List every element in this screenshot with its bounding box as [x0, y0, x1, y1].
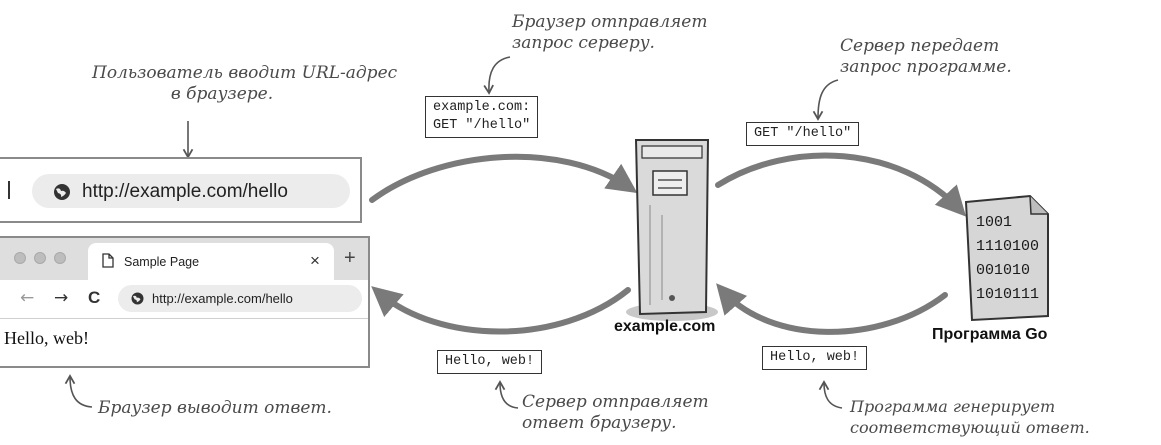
address-bar-url[interactable]: http://example.com/hello: [82, 181, 288, 202]
code-request-to-server: example.com: GET "/hello": [425, 96, 539, 138]
back-button[interactable]: ←: [20, 288, 35, 308]
tab-bar: Sample Page × +: [0, 238, 368, 280]
pointer-browser-response: [64, 374, 93, 408]
arrow-server-to-browser: [371, 286, 631, 335]
address-bar-panel: http://example.com/hello: [0, 157, 362, 223]
pointer-server-request: [812, 79, 839, 121]
program-file-line-3: 1010111: [976, 286, 1039, 303]
program-file-line-2: 001010: [976, 262, 1030, 279]
code-response-to-browser: Hello, web!: [437, 350, 543, 374]
program-label: Программа Go: [932, 326, 1048, 343]
note-server-passes-request: Сервер передает запрос программе.: [840, 36, 1012, 77]
new-tab-button[interactable]: +: [344, 247, 356, 269]
address-bar[interactable]: [32, 174, 350, 208]
browser-window: Sample Page × + ← → C http://example.com…: [0, 236, 370, 368]
url-bar[interactable]: http://example.com/hello: [118, 285, 362, 312]
program-file-line-1: 1110100: [976, 238, 1039, 255]
tab-title: Sample Page: [124, 255, 200, 269]
tab-sample-page[interactable]: Sample Page ×: [88, 243, 334, 280]
window-dot-minimize[interactable]: [34, 252, 46, 264]
nav-bar: ← → C http://example.com/hello: [0, 280, 368, 319]
arrow-program-to-server: [716, 283, 948, 335]
globe-icon: [130, 291, 145, 310]
program-file-icon: 1001 1110100 001010 1010111: [964, 194, 1049, 322]
panel-edge: [6, 181, 10, 199]
arrow-browser-to-server: [369, 153, 638, 203]
pointer-browser-request: [483, 56, 511, 95]
code-request-to-program: GET "/hello": [746, 122, 860, 146]
server-label: example.com: [614, 318, 716, 335]
tab-close-button[interactable]: ×: [310, 251, 320, 270]
forward-button[interactable]: →: [54, 288, 69, 308]
window-dot-close[interactable]: [14, 252, 26, 264]
note-browser-sends-request: Браузер отправляет запрос серверу.: [512, 12, 708, 53]
program-file-line-0: 1001: [976, 214, 1012, 231]
server-icon: [626, 139, 718, 321]
note-browser-shows-response: Браузер выводит ответ.: [98, 398, 332, 418]
note-user-enters-url: Пользователь вводит URL-адрес в браузере…: [92, 63, 398, 104]
globe-icon: [52, 182, 72, 206]
note-server-sends-response: Сервер отправляет ответ браузеру.: [522, 392, 709, 433]
page-icon: [102, 253, 114, 272]
arrow-server-to-program: [715, 152, 967, 217]
window-dot-maximize[interactable]: [54, 252, 66, 264]
reload-button[interactable]: C: [88, 288, 101, 307]
pointer-program-response: [818, 380, 843, 409]
page-content: Hello, web!: [4, 328, 89, 348]
code-response-to-server: Hello, web!: [762, 346, 868, 370]
pointer-server-response: [494, 380, 519, 409]
url-bar-text[interactable]: http://example.com/hello: [152, 291, 293, 306]
note-program-generates-response: Программа генерирует соответствующий отв…: [850, 397, 1090, 437]
